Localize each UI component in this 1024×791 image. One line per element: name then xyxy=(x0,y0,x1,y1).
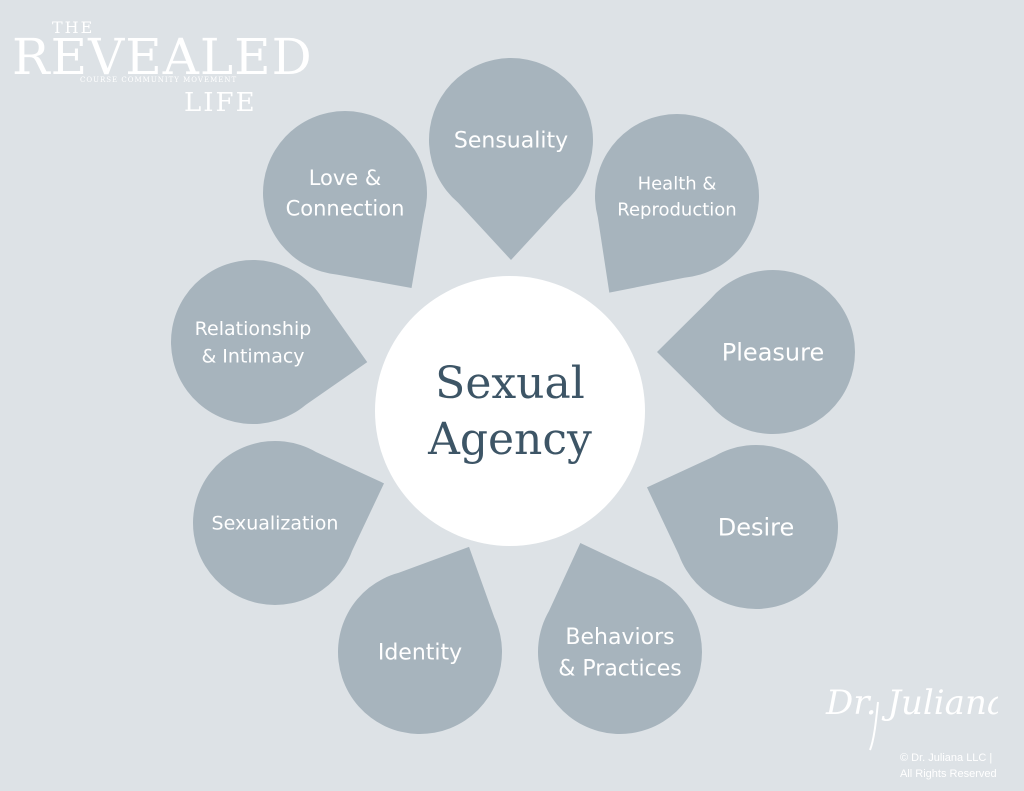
center-label-line-1: Sexual xyxy=(435,358,585,409)
petal-label-health-reproduction-2: Reproduction xyxy=(617,199,736,220)
center-circle xyxy=(375,276,645,546)
petal-label-sexualization-1: Sexualization xyxy=(212,513,339,535)
petal-sensuality xyxy=(429,57,593,260)
petal-label-behaviors-practices-2: & Practices xyxy=(558,657,681,682)
center-label-line-2: Agency xyxy=(427,414,592,465)
petal-label-pleasure-1: Pleasure xyxy=(722,338,824,366)
copyright-line-2: All Rights Reserved xyxy=(900,768,997,780)
logo-life-text: LIFE xyxy=(184,88,257,118)
petal-label-behaviors-practices-1: Behaviors xyxy=(565,625,674,650)
petal-label-sensuality-1: Sensuality xyxy=(454,129,568,154)
petal-desire xyxy=(646,444,839,609)
signature-logo: Dr. Juliana xyxy=(825,683,998,751)
logo-main-text: REVEALED xyxy=(12,28,313,86)
petal-behaviors-practices xyxy=(537,542,702,734)
logo-the-text: THE xyxy=(52,18,95,37)
petal-label-desire-1: Desire xyxy=(718,513,795,541)
signature-flourish xyxy=(869,701,879,751)
petal-label-relationship-intimacy-2: & Intimacy xyxy=(201,345,304,367)
logo-tagline-text: COURSE COMMUNITY MOVEMENT xyxy=(80,76,238,84)
signature-text: Dr. Juliana xyxy=(825,683,998,723)
petal-identity xyxy=(338,546,502,734)
petal-love-connection xyxy=(263,111,427,289)
petal-label-love-connection-2: Connection xyxy=(286,197,405,221)
petal-sexualization xyxy=(192,441,385,605)
petal-label-identity-1: Identity xyxy=(378,641,462,666)
petal-label-love-connection-1: Love & xyxy=(309,166,382,190)
revealed-life-logo: THE REVEALED COURSE COMMUNITY MOVEMENT L… xyxy=(12,14,312,124)
petal-pleasure xyxy=(657,270,855,434)
petal-label-health-reproduction-1: Health & xyxy=(638,173,717,194)
petal-health-reproduction xyxy=(594,113,759,293)
petal-label-relationship-intimacy-1: Relationship xyxy=(195,318,312,340)
copyright-line-1: © Dr. Juliana LLC | xyxy=(900,752,993,764)
copyright-notice: © Dr. Juliana LLC | All Rights Reserved xyxy=(900,750,1020,782)
petal-relationship-intimacy xyxy=(171,260,368,425)
